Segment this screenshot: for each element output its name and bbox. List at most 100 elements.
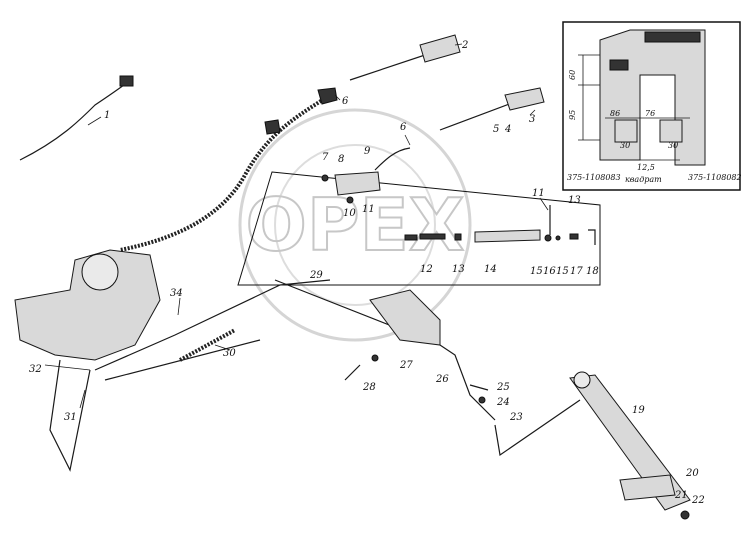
rod-3 (439, 99, 521, 131)
inset-dim-60: 60 (568, 70, 577, 80)
nut-10 (346, 196, 354, 204)
label-15a: 15 (530, 266, 543, 277)
leader-1 (87, 116, 102, 126)
label-17: 17 (570, 266, 583, 277)
part-12-a (404, 234, 418, 241)
label-30: 30 (223, 348, 236, 359)
small-parts-frame (237, 171, 601, 286)
bracket-cross-shaft (369, 289, 441, 346)
inset-dim-86: 86 (610, 109, 620, 118)
washer-22 (680, 510, 690, 520)
part-17 (569, 233, 579, 240)
part-labels: 1 2 3 4 5 6 6 7 8 9 10 11 11 13 12 13 14… (29, 40, 705, 506)
inset-dim-kvadrat: квадрат (625, 175, 662, 184)
cable-1-end (119, 75, 134, 87)
label-27: 27 (399, 360, 413, 371)
label-32: 32 (29, 364, 42, 375)
pedal-rod-23 (494, 399, 581, 457)
inset-part-left: 375-1108083 (567, 173, 621, 182)
label-6b: 6 (400, 122, 407, 133)
cross-shaft-26 (274, 279, 496, 421)
label-16: 16 (543, 266, 556, 277)
bolt-28 (344, 364, 361, 381)
inset-detail: 60 95 86 76 30 30 12,5 квадрат 375-11080… (562, 21, 742, 191)
label-23: 23 (509, 412, 523, 423)
linkage-rod-lower (104, 339, 261, 381)
label-19: 19 (632, 405, 645, 416)
linkage-rod-main (94, 279, 331, 371)
label-13b: 13 (452, 264, 465, 275)
leader-30 (214, 344, 231, 351)
part-15 (544, 234, 552, 242)
inset-top-plate (644, 31, 701, 43)
part-12-b (419, 233, 446, 240)
label-26: 26 (435, 374, 449, 385)
inset-dim-95: 95 (568, 110, 577, 120)
nut-27 (371, 354, 379, 362)
carburetor-top (81, 253, 119, 291)
small-parts-box (237, 171, 601, 286)
label-13a: 13 (568, 195, 581, 206)
label-7: 7 (322, 152, 329, 163)
leader-32 (44, 364, 91, 371)
cable-6-clamp (317, 87, 338, 105)
label-21: 21 (674, 490, 688, 501)
leader-13-top (539, 197, 549, 211)
leader-lines (44, 43, 549, 409)
inset-square-left (614, 119, 638, 143)
watermark-gear-inner (274, 144, 436, 306)
label-8: 8 (338, 154, 344, 165)
inset-dim-30a: 30 (620, 141, 630, 150)
pedal-pivot (573, 371, 591, 389)
label-9: 9 (364, 146, 371, 157)
label-5: 5 (493, 124, 499, 135)
inset-dim-76: 76 (645, 109, 655, 118)
label-3: 3 (529, 114, 535, 125)
leader-34 (177, 297, 181, 316)
inset-dim-30b: 30 (668, 141, 678, 150)
label-31: 31 (64, 412, 77, 423)
leader-31 (79, 389, 86, 409)
leader-6a (334, 94, 341, 101)
cable-6b (374, 147, 411, 171)
label-11a: 11 (362, 204, 375, 215)
label-22: 22 (691, 495, 705, 506)
carburetor-body (14, 249, 161, 361)
part-14 (474, 229, 541, 243)
watermark: OPEX (238, 108, 472, 342)
label-12: 12 (420, 264, 433, 275)
inset-slot-top (609, 59, 629, 71)
cable-clamp-mid (264, 119, 281, 135)
label-14: 14 (484, 264, 497, 275)
label-11b: 11 (532, 188, 545, 199)
leader-2 (454, 43, 463, 46)
label-24: 24 (496, 397, 510, 408)
nut-7 (321, 174, 329, 182)
watermark-gear-ring (238, 108, 472, 342)
label-1: 1 (104, 110, 110, 121)
label-18: 18 (586, 266, 599, 277)
washer-24 (478, 396, 486, 404)
leader-3 (529, 109, 536, 116)
pedal-pad-20 (619, 474, 676, 501)
leader-6b (404, 134, 411, 146)
handle-3 (504, 87, 545, 111)
carburetor-lever (49, 359, 91, 472)
label-29: 29 (309, 270, 323, 281)
inset-square-right (659, 119, 683, 143)
label-15b: 15 (556, 266, 569, 277)
bracket-8 (334, 171, 381, 196)
watermark-logo: OPEX (246, 183, 465, 267)
label-34: 34 (170, 288, 183, 299)
label-25: 25 (496, 382, 510, 393)
part-18 (588, 229, 596, 245)
label-20: 20 (685, 468, 699, 479)
part-16 (555, 235, 561, 241)
inset-part-right: 375-1108082 (688, 173, 742, 182)
label-2: 2 (461, 40, 468, 51)
cable-1 (19, 81, 129, 161)
inset-dim-12-5: 12,5 (637, 163, 655, 172)
label-10: 10 (343, 208, 356, 219)
